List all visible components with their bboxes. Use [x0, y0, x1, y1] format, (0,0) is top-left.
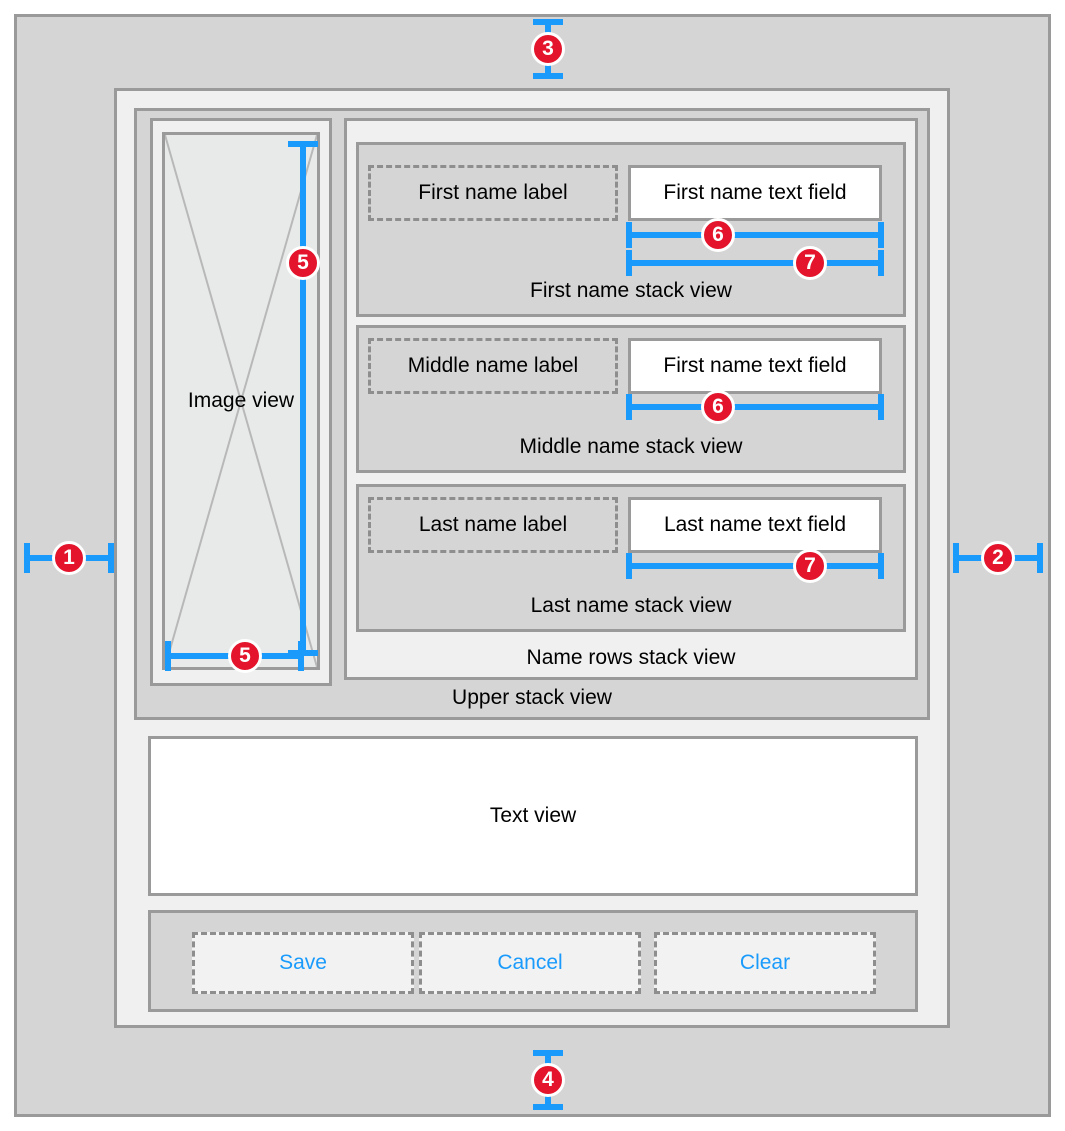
first-name-badge-7: 7: [793, 246, 827, 280]
image-view-label: Image view: [187, 389, 295, 412]
save-button[interactable]: Save: [192, 932, 414, 994]
constraint-badge-bottom: 4: [531, 1063, 565, 1097]
dim-cap-end: [878, 222, 884, 248]
middle-name-badge-6: 6: [701, 390, 735, 424]
text-view-label: Text view: [489, 804, 577, 827]
first-name-text-field[interactable]: First name text field: [628, 165, 882, 221]
last-name-stack-view-caption: Last name stack view: [530, 594, 732, 617]
middle-name-field-width-line-6: [626, 394, 884, 420]
dim-bar: [626, 563, 884, 569]
dim-cap-start: [626, 250, 632, 276]
cancel-button[interactable]: Cancel: [419, 932, 641, 994]
dim-cap-start: [953, 543, 959, 573]
last-name-field-width-line-7: [626, 553, 884, 579]
clear-button[interactable]: Clear: [654, 932, 876, 994]
dim-cap-start: [24, 543, 30, 573]
middle-name-stack-view-caption: Middle name stack view: [519, 435, 743, 458]
upper-stack-view-caption: Upper stack view: [452, 686, 612, 709]
constraint-badge-right: 2: [981, 541, 1015, 575]
dim-cap-end: [1037, 543, 1043, 573]
dim-bar: [300, 141, 306, 656]
dim-bar: [626, 260, 884, 266]
text-view[interactable]: Text view: [148, 736, 918, 896]
first-name-label: First name label: [368, 165, 618, 221]
first-name-field-width-line-7: [626, 250, 884, 276]
dim-cap-start: [626, 553, 632, 579]
dim-cap-start: [533, 19, 563, 25]
middle-name-label: Middle name label: [368, 338, 618, 394]
last-name-badge-7: 7: [793, 549, 827, 583]
constraint-badge-top: 3: [531, 32, 565, 66]
first-name-field-width-line-6: [626, 222, 884, 248]
dim-bar: [626, 232, 884, 238]
image-height-line: [288, 141, 318, 656]
dim-cap-start: [165, 641, 171, 671]
last-name-text-field[interactable]: Last name text field: [628, 497, 882, 553]
image-height-badge: 5: [286, 246, 320, 280]
dim-cap-end: [533, 73, 563, 79]
dim-cap-start: [533, 1050, 563, 1056]
dim-cap-start: [626, 394, 632, 420]
last-name-label: Last name label: [368, 497, 618, 553]
dim-cap-end: [878, 250, 884, 276]
first-name-stack-view-caption: First name stack view: [530, 279, 732, 302]
dim-cap-end: [878, 553, 884, 579]
dim-cap-start: [288, 141, 318, 147]
first-name-badge-6: 6: [701, 218, 735, 252]
middle-name-text-field[interactable]: First name text field: [628, 338, 882, 394]
dim-cap-end: [298, 641, 304, 671]
constraint-badge-left: 1: [52, 541, 86, 575]
dim-cap-end: [533, 1104, 563, 1110]
image-width-badge: 5: [228, 639, 262, 673]
name-rows-stack-view-caption: Name rows stack view: [526, 646, 736, 669]
image-placeholder-cross: [165, 135, 317, 667]
dim-cap-start: [626, 222, 632, 248]
dim-cap-end: [108, 543, 114, 573]
dim-cap-end: [878, 394, 884, 420]
image-view: Image view: [162, 132, 320, 670]
dim-bar: [626, 404, 884, 410]
